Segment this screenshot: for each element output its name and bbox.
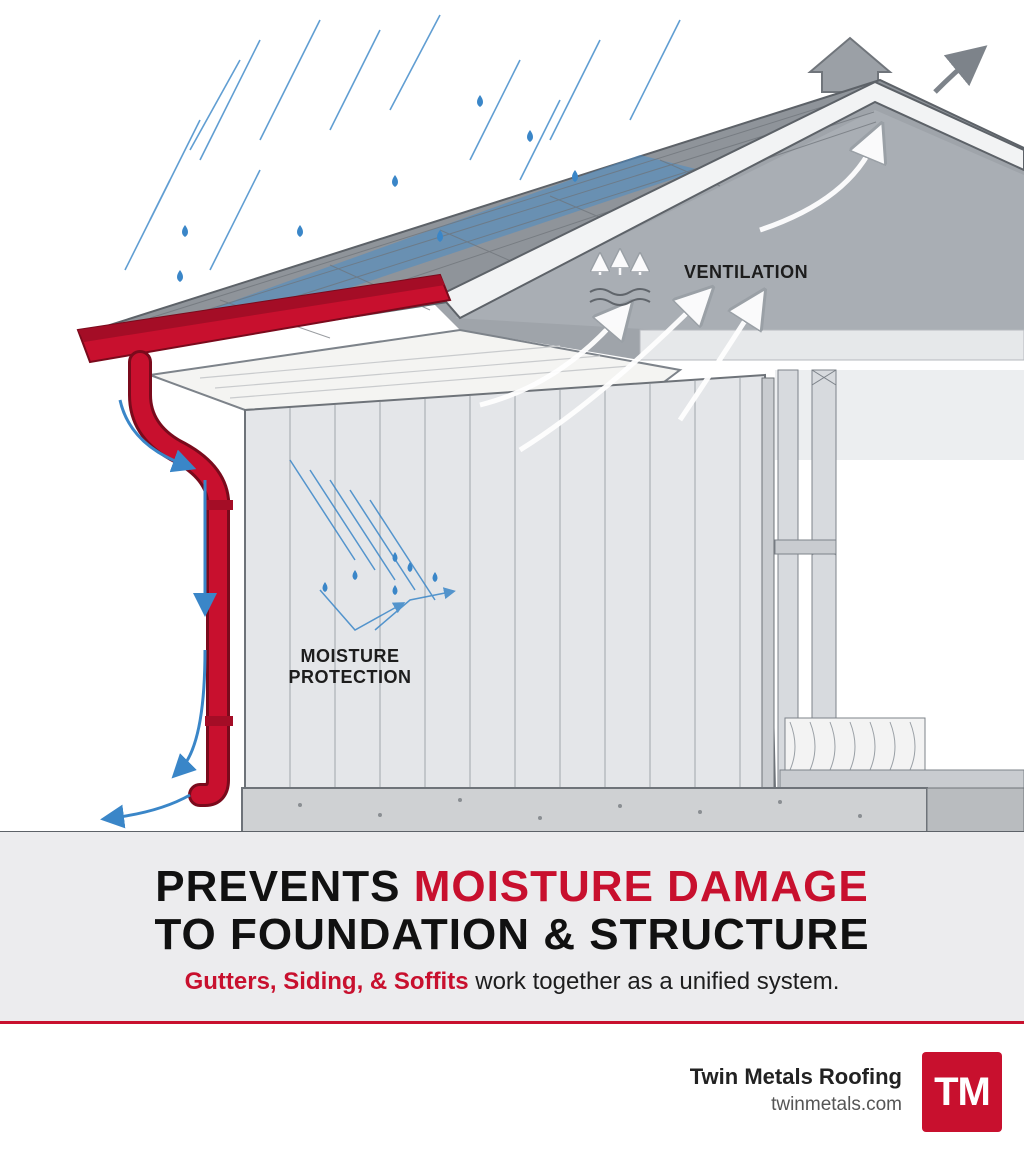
house-cross-section-illustration xyxy=(0,14,1024,833)
headline-band: PREVENTS MOISTURE DAMAGE TO FOUNDATION &… xyxy=(0,832,1024,1024)
subline-highlight: Gutters, Siding, & Soffits xyxy=(184,968,469,995)
brand-url[interactable]: twinmetals.com xyxy=(771,1094,902,1115)
rain-streaks xyxy=(124,14,681,271)
wall-framing xyxy=(774,369,1024,801)
rain-drops xyxy=(177,95,578,282)
headline-line1: PREVENTS MOISTURE DAMAGE xyxy=(0,862,1024,912)
brand-block: Twin Metals Roofing twinmetals.com xyxy=(690,1064,902,1116)
moisture-deflection xyxy=(289,459,456,631)
ventilation-airflow xyxy=(479,140,875,453)
moisture-protection-label: MOISTURE PROTECTION xyxy=(270,646,430,688)
ventilation-label: VENTILATION xyxy=(684,262,809,282)
headline-part1: PREVENTS xyxy=(155,862,414,911)
siding-wall xyxy=(244,373,777,791)
moisture-label-line2: PROTECTION xyxy=(288,667,412,687)
roof-vent xyxy=(807,36,988,94)
subline: Gutters, Siding, & Soffits work together… xyxy=(0,968,1024,996)
moisture-label-line1: MOISTURE xyxy=(300,646,400,666)
foundation xyxy=(241,787,1024,833)
brand-logo: TM xyxy=(922,1052,1002,1132)
gutter-system xyxy=(76,273,452,807)
subline-rest: work together as a unified system. xyxy=(468,968,840,995)
headline-accent: MOISTURE DAMAGE xyxy=(413,862,869,911)
moisture-drops xyxy=(322,552,438,595)
brand-name: Twin Metals Roofing xyxy=(689,1064,902,1089)
runoff-arrows xyxy=(100,399,217,829)
headline-line2: TO FOUNDATION & STRUCTURE xyxy=(154,910,870,959)
